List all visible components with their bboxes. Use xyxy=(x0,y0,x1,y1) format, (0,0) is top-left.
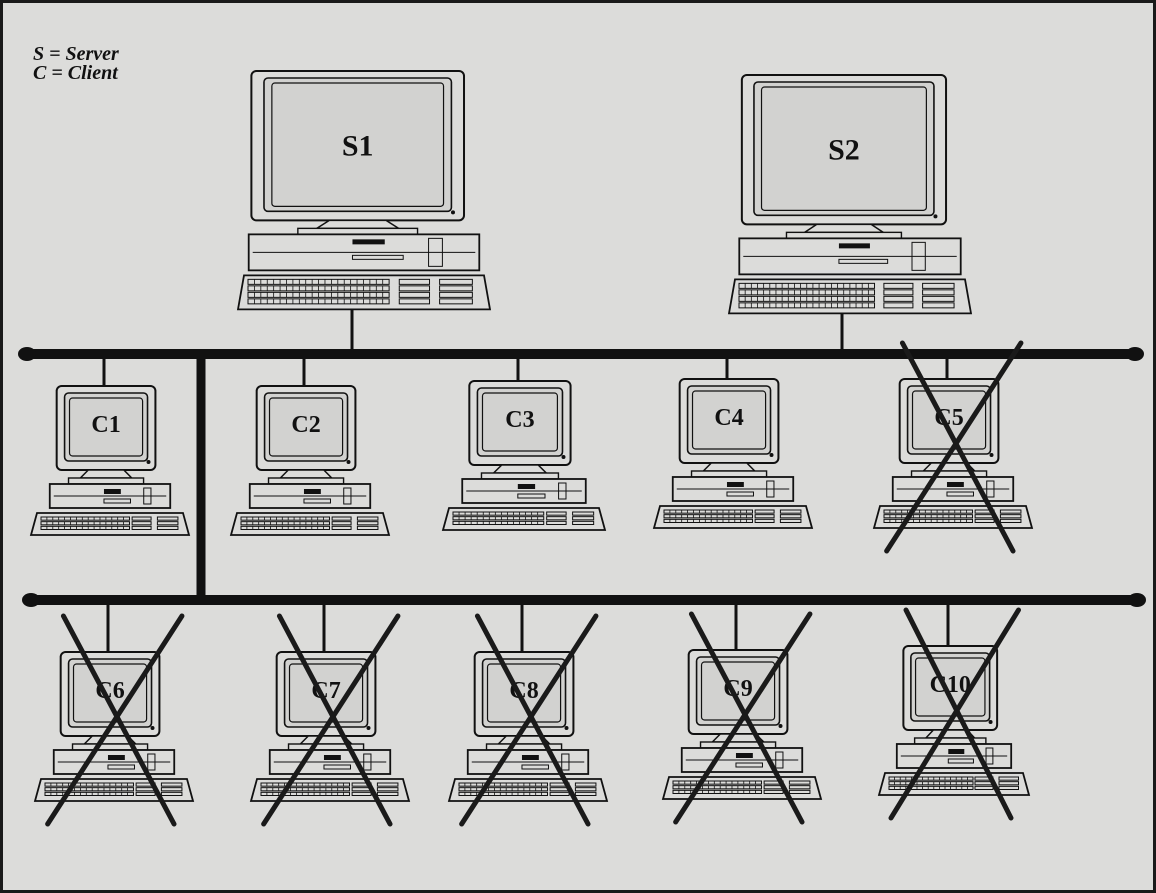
client-label: C4 xyxy=(714,405,743,431)
server-s2: S2 xyxy=(729,75,971,354)
bus-terminator xyxy=(1128,593,1146,607)
client-c3: C3 xyxy=(443,354,605,530)
client-c2: C2 xyxy=(231,354,389,535)
client-c10: C10 xyxy=(879,600,1029,818)
client-label: C1 xyxy=(91,412,120,438)
client-label: C3 xyxy=(505,407,534,433)
client-label: C2 xyxy=(291,412,320,438)
server-label: S1 xyxy=(342,130,374,163)
client-c1: C1 xyxy=(31,354,189,535)
bus-terminator xyxy=(18,347,36,361)
client-c9: C9 xyxy=(663,600,821,822)
bus-terminator xyxy=(22,593,40,607)
server-label: S2 xyxy=(828,134,860,167)
client-c5: C5 xyxy=(874,343,1032,551)
client-c7: C7 xyxy=(251,600,409,824)
server-s1: S1 xyxy=(238,71,490,354)
bus-terminator xyxy=(1126,347,1144,361)
client-c8: C8 xyxy=(449,600,607,824)
client-c6: C6 xyxy=(35,600,193,824)
client-c4: C4 xyxy=(654,354,812,528)
